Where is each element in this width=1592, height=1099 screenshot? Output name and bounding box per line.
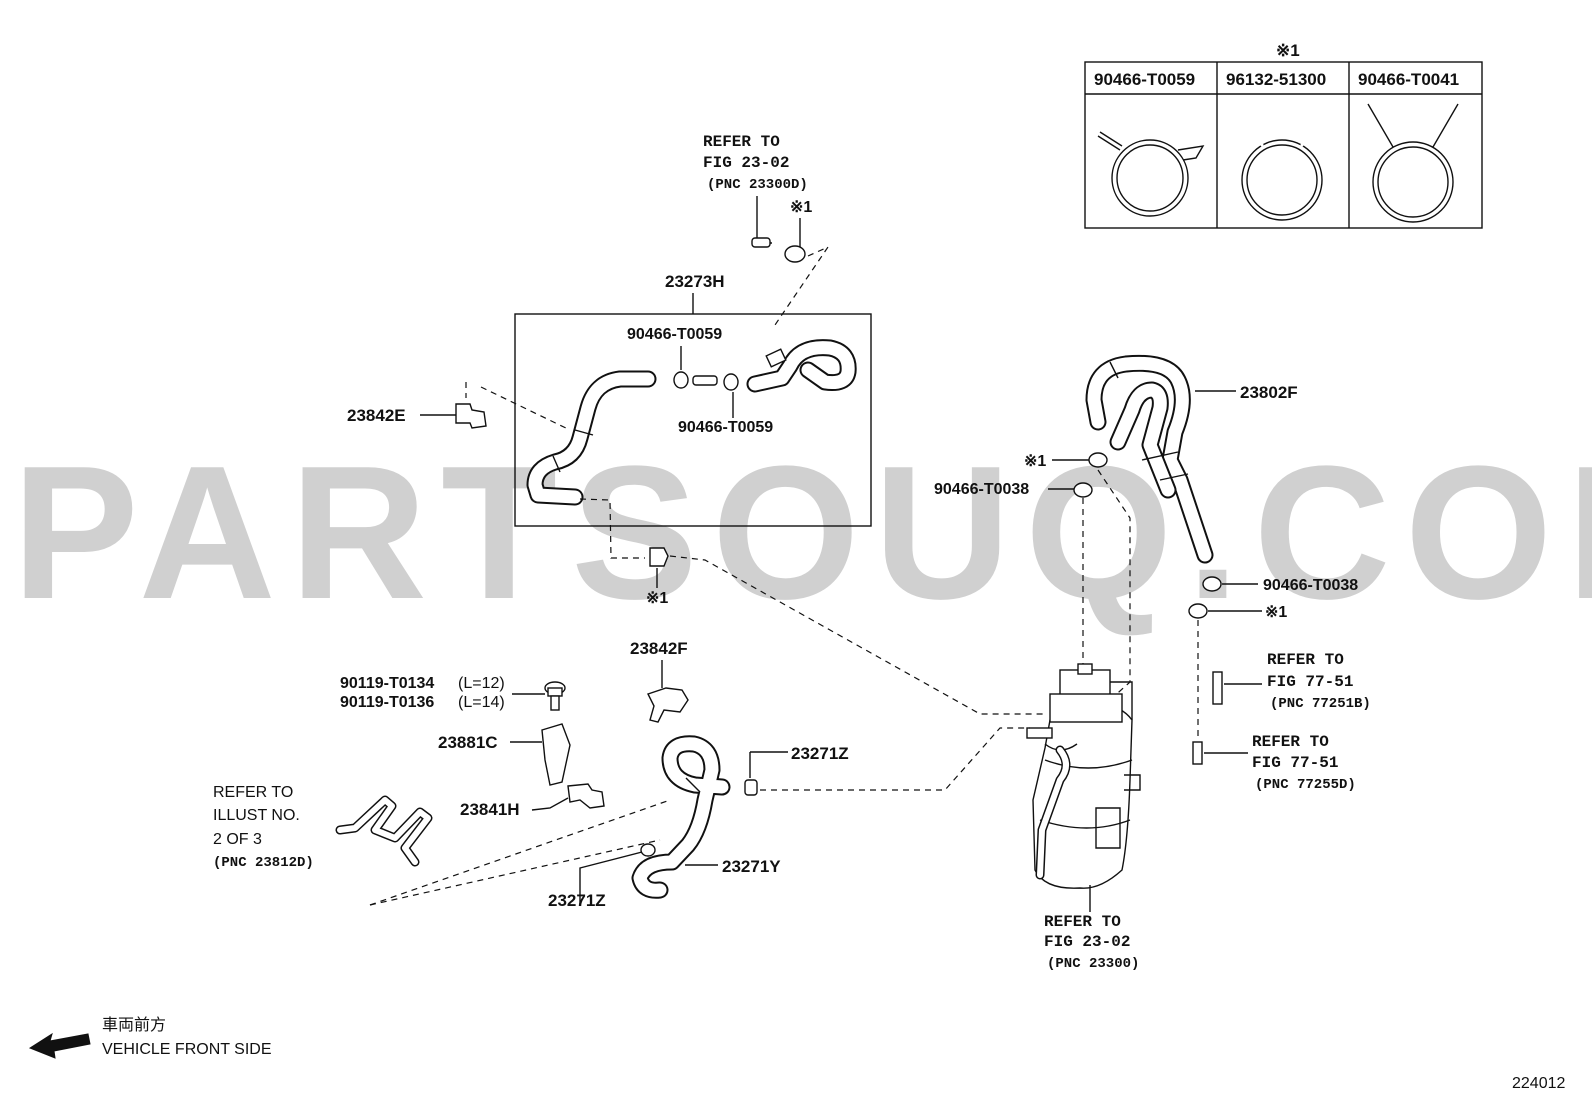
clip-mid-left: ※1 (646, 547, 669, 607)
part-label-23842F: 23842F (630, 639, 688, 658)
note-mark-mid-right: ※1 (1024, 453, 1046, 470)
hose-23271Y: 23271Y (631, 735, 781, 899)
ref-fig-23-02-top: REFER TO FIG 23-02 (PNC 23300D) ※1 (703, 133, 830, 326)
clip-90466-T0059-icon (1097, 131, 1205, 217)
part-23842E: 23842E (347, 382, 571, 431)
note-mark-mid-left: ※1 (646, 590, 668, 607)
part-label-23881C: 23881C (438, 733, 498, 752)
svg-text:(PNC 77255D): (PNC 77255D) (1255, 777, 1356, 793)
ref-fig-77-51-a: REFER TO FIG 77-51 (PNC 77251B) (1212, 651, 1371, 712)
clip-right-lower: 90466-T0038 ※1 (1188, 576, 1358, 740)
part-label-90466-T0059-b: 90466-T0059 (678, 419, 773, 436)
svg-text:REFER TO: REFER TO (1044, 913, 1121, 931)
clip-90466-T0038-a-icon (1073, 482, 1093, 498)
svg-text:REFER TO: REFER TO (703, 133, 780, 151)
clip-top-icon (784, 245, 806, 263)
part-label-90466-T0059-a: 90466-T0059 (627, 326, 722, 343)
vehicle-front-arrow-icon (28, 1032, 91, 1059)
hose-clip-23271Z-upper-icon (744, 779, 758, 796)
clip-right-upper: ※1 90466-T0038 (934, 452, 1131, 701)
watermark: PARTSOUQ.COM (12, 427, 1592, 639)
ref-fig-77-51-b: REFER TO FIG 77-51 (PNC 77255D) (1192, 733, 1356, 793)
clip-90466-T0059-a-icon (673, 371, 689, 389)
part-label-23842E: 23842E (347, 406, 406, 425)
part-label-23841H: 23841H (460, 800, 520, 819)
part-23842F: 23842F (630, 639, 689, 723)
svg-text:FIG 23-02: FIG 23-02 (1044, 933, 1130, 951)
svg-text:FIG 77-51: FIG 77-51 (1267, 673, 1353, 691)
clip-table-note-mark: ※1 (1276, 41, 1300, 60)
part-label-90119-T0134: 90119-T0134 (340, 675, 434, 692)
part-label-90119-T0136: 90119-T0136 (340, 694, 434, 711)
clip-90466-T0059-b-icon (723, 373, 739, 391)
part-label-23273H: 23273H (665, 272, 725, 291)
assembly-23273H: 23273H 90466-T0059 90466-T0059 (514, 272, 872, 527)
svg-text:2 OF 3: 2 OF 3 (213, 831, 262, 848)
charcoal-canister (1026, 663, 1141, 912)
diagram-number: 224012 (1512, 1075, 1565, 1092)
part-label-90119-T0134-length: (L=12) (458, 675, 505, 692)
part-23881C: 23881C (438, 723, 571, 786)
part-label-23271Z-lower: 23271Z (548, 891, 606, 910)
part-23271Z-lower: 23271Z (369, 799, 671, 910)
clip-mid-left-icon (649, 547, 669, 567)
svg-text:ILLUST NO.: ILLUST NO. (213, 807, 300, 824)
svg-text:(PNC 77251B): (PNC 77251B) (1270, 696, 1371, 712)
clip-90466-T0038-b-icon (1202, 576, 1222, 592)
svg-text:FIG 23-02: FIG 23-02 (703, 154, 789, 172)
clip-reference-table: ※1 90466-T0059 96132-51300 90466-T0041 (1084, 41, 1483, 229)
part-23271Z-upper: 23271Z (744, 727, 1030, 796)
clip-23841H-icon (567, 783, 605, 809)
bracket-23881C-icon (541, 723, 571, 786)
part-label-90466-T0038-b: 90466-T0038 (1263, 577, 1358, 594)
bolt-90119: 90119-T0134 (L=12) 90119-T0136 (L=14) (340, 675, 566, 711)
part-label-23271Z-upper: 23271Z (791, 744, 849, 763)
clip-96132-51300-icon (1238, 102, 1326, 221)
hose-clip-23271Z-lower-icon (640, 843, 656, 857)
svg-text:REFER TO: REFER TO (1252, 733, 1329, 751)
part-23841H: 23841H (460, 783, 605, 819)
svg-text:(PNC 23812D): (PNC 23812D) (213, 855, 314, 871)
clip-right-lower-icon (1188, 603, 1208, 619)
assembly-23273H-frame (514, 313, 872, 527)
note-mark-right: ※1 (1265, 604, 1287, 621)
clip-right-upper-icon (1088, 452, 1108, 468)
hose-23802F: 23802F (1085, 354, 1298, 564)
part-label-90119-T0136-length: (L=14) (458, 694, 505, 711)
svg-text:REFER TO: REFER TO (1267, 651, 1344, 669)
clip-table-col-1: 90466-T0059 (1094, 70, 1195, 89)
svg-text:(PNC 23300D): (PNC 23300D) (707, 177, 808, 193)
clip-table-col-2: 96132-51300 (1226, 70, 1326, 89)
part-label-23802F: 23802F (1240, 383, 1298, 402)
clip-table-col-3: 90466-T0041 (1358, 70, 1459, 89)
svg-text:FIG 77-51: FIG 77-51 (1252, 754, 1338, 772)
vehicle-front-jp: 車両前方 (102, 1016, 166, 1034)
part-label-23271Y: 23271Y (722, 857, 781, 876)
note-mark-top: ※1 (790, 199, 812, 216)
ref-illust-no-2-of-3: REFER TO ILLUST NO. 2 OF 3 (PNC 23812D) (213, 784, 433, 871)
bolt-icon (550, 695, 560, 711)
vehicle-front-legend: 車両前方 VEHICLE FRONT SIDE (28, 1016, 272, 1059)
clip-table-frame (1084, 61, 1483, 229)
clip-90466-T0041-icon (1367, 103, 1459, 223)
svg-text:REFER TO: REFER TO (213, 784, 293, 801)
svg-text:(PNC 23300): (PNC 23300) (1047, 956, 1139, 972)
vehicle-front-en: VEHICLE FRONT SIDE (102, 1041, 272, 1058)
ref-fig-23-02-bottom: REFER TO FIG 23-02 (PNC 23300) (1044, 913, 1139, 972)
clamp-23842E-icon (455, 403, 487, 429)
clamp-23842F-icon (647, 687, 689, 723)
part-label-90466-T0038-a: 90466-T0038 (934, 481, 1029, 498)
